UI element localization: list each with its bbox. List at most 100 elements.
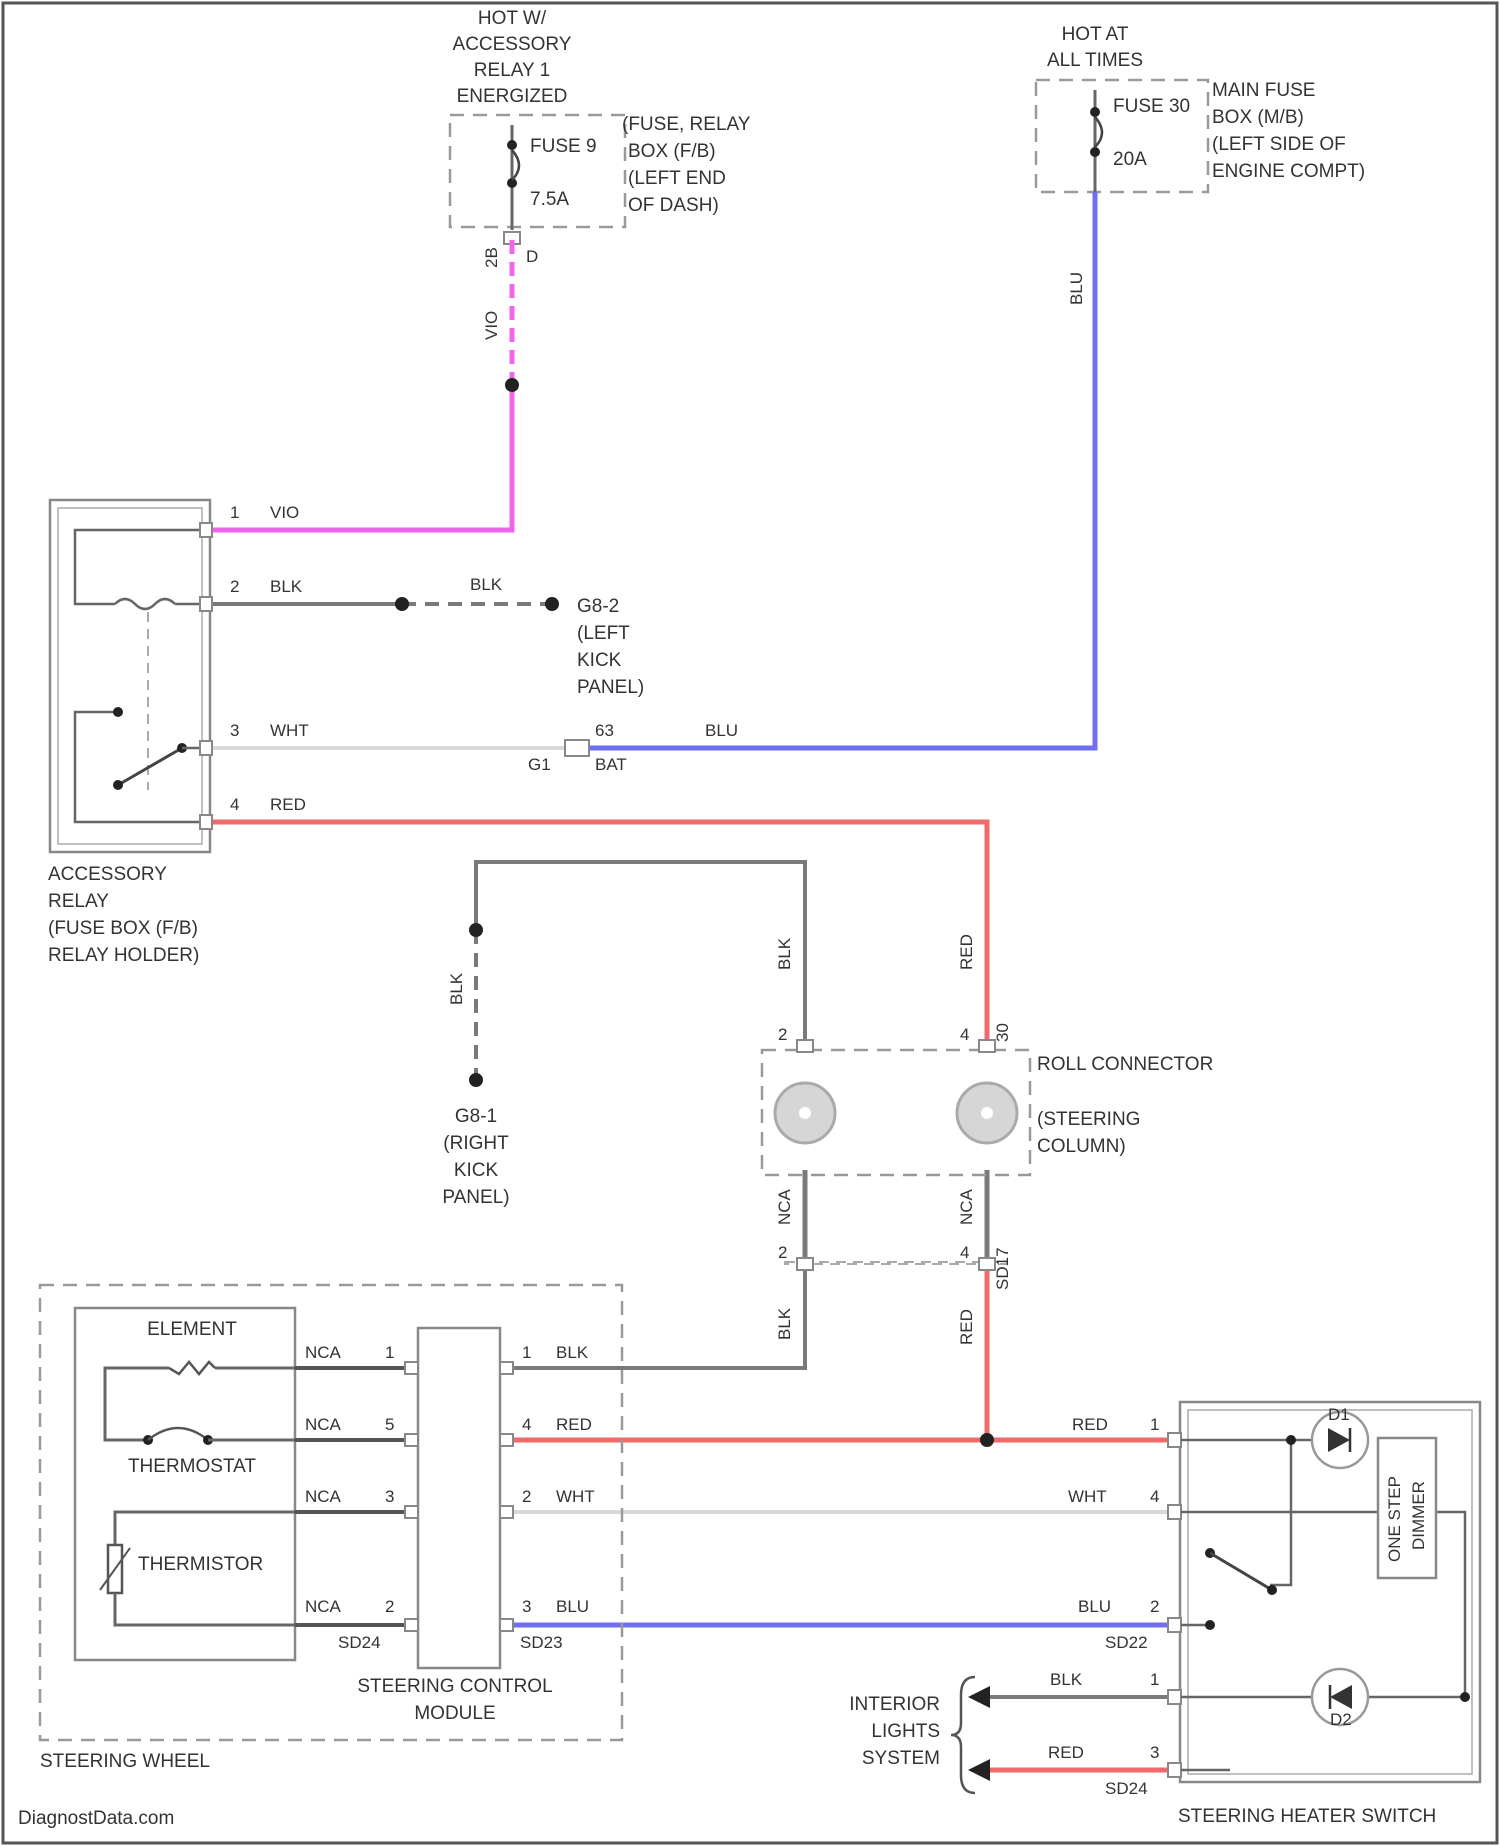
fuse30-wire-label: BLU: [1067, 272, 1086, 305]
connector-g1-wire: BLU: [705, 721, 738, 740]
relay-inner-outline: [58, 508, 202, 844]
fuse9-hot-line-2: ACCESSORY: [453, 34, 572, 55]
element-resistor: [169, 1362, 215, 1374]
wire-red-relay-pin4: [210, 822, 987, 1040]
sw-left-wire-3-color: NCA: [305, 1487, 342, 1506]
module-name-1: STEERING CONTROL: [357, 1676, 552, 1697]
fuse30-name: FUSE 30: [1113, 96, 1190, 117]
roll-connector-loc-1: (STEERING: [1037, 1109, 1140, 1130]
relay-coil-lead: [75, 530, 200, 604]
relay-pin-3-wire: WHT: [270, 721, 309, 740]
ground-g8-1-point: [469, 1073, 483, 1087]
steering-wheel: ELEMENT THERMOSTAT THERMISTOR NCA 1 NCA …: [40, 1285, 622, 1772]
blk-splice-g82: [395, 597, 409, 611]
ground-g8-2-point: [545, 597, 559, 611]
fuse30-loc-1: MAIN FUSE: [1212, 80, 1315, 101]
wire-blu-fuse30: [590, 192, 1095, 748]
connector-g1-name: G1: [528, 755, 551, 774]
relay-pin-1-wire: VIO: [270, 503, 299, 522]
roll-connector-loc-2: COLUMN): [1037, 1136, 1126, 1157]
fuse30-hot-line-2: ALL TIMES: [1047, 50, 1143, 71]
interior-line-3: SYSTEM: [862, 1748, 940, 1769]
fuse30-rating: 20A: [1113, 149, 1147, 170]
sw-right-wire-2-color: RED: [556, 1415, 592, 1434]
thermistor-lead-bottom: [115, 1593, 295, 1625]
relay-name-1: ACCESSORY: [48, 864, 167, 885]
vio-splice: [505, 378, 519, 392]
roll-pin-bottom-left: [797, 1258, 813, 1270]
interior-arrow-red: [968, 1759, 990, 1781]
g81-line-2: (RIGHT: [443, 1133, 509, 1154]
fuse-box-fb-outline: [450, 115, 625, 227]
fuse9-hot-line-1: HOT W/: [478, 8, 547, 29]
wire-blk-g8-1: [476, 862, 805, 1040]
fuse30-terminal-bottom: [1090, 147, 1100, 157]
switch-pin-4: [1168, 1505, 1181, 1519]
interior-brace: [951, 1677, 975, 1793]
fuse9-loc-3: (LEFT END: [628, 168, 726, 189]
thermostat-label: THERMOSTAT: [128, 1456, 256, 1477]
switch-pin-1: [1168, 1433, 1181, 1447]
relay-pin-4-wire: RED: [270, 795, 306, 814]
switch-name: STEERING HEATER SWITCH: [1178, 1806, 1436, 1827]
switch-wire-5-pin: 3: [1150, 1743, 1159, 1762]
switch-wire-1-pin: 1: [1150, 1415, 1159, 1434]
relay-switch-pivot: [113, 780, 123, 790]
switch-arm-pivot: [1267, 1585, 1277, 1595]
module-pin-r3: [500, 1619, 513, 1631]
thermostat-arc: [148, 1428, 208, 1440]
switch-node-1: [1286, 1435, 1296, 1445]
g82-line-3: KICK: [577, 650, 622, 671]
sw-right-wire-1-pin: 1: [522, 1343, 531, 1362]
switch-pin-1b: [1168, 1690, 1181, 1704]
relay-pin-2-num: 2: [230, 577, 239, 596]
sw-left-wire-2-pin: 5: [385, 1415, 394, 1434]
switch-wire-2-pin: 4: [1150, 1487, 1159, 1506]
fuse30-hot-line-1: HOT AT: [1062, 24, 1129, 45]
sw-right-wire-3-color: WHT: [556, 1487, 595, 1506]
fuse9-loc-1: (FUSE, RELAY: [622, 114, 751, 135]
fuse30-terminal-top: [1090, 107, 1100, 117]
sw-right-wire-2-pin: 4: [522, 1415, 531, 1434]
relay-switch-lead: [75, 712, 200, 822]
sw-left-conn: SD24: [338, 1633, 381, 1652]
one-step-line-2: DIMMER: [1409, 1481, 1428, 1550]
steering-heater-switch: D1 D2 ONE STEP DIMMER RED 1 WHT 4 BLU 2 …: [1048, 1402, 1480, 1827]
sw-left-wire-1-color: NCA: [305, 1343, 342, 1362]
roll-wire-mid-right: NCA: [957, 1188, 976, 1225]
relay-name-4: RELAY HOLDER): [48, 945, 199, 966]
thermistor-label: THERMISTOR: [138, 1554, 263, 1575]
g81-wire-label: BLK: [447, 972, 466, 1005]
switch-wire-4-color: BLK: [1050, 1670, 1083, 1689]
relay-switch-arm: [118, 748, 182, 785]
interior-arrow-blk: [968, 1686, 990, 1708]
switch-node-blk: [1460, 1692, 1470, 1702]
g82-line-2: (LEFT: [577, 623, 630, 644]
roll-connector-name: ROLL CONNECTOR: [1037, 1054, 1213, 1075]
module-name-2: MODULE: [414, 1703, 495, 1724]
switch-led-1-label: D1: [1328, 1405, 1350, 1424]
module-pin-r1: [500, 1362, 513, 1374]
module-pin-l2: [405, 1619, 418, 1631]
g81-line-4: PANEL): [442, 1187, 509, 1208]
sw-right-wire-1-color: BLK: [556, 1343, 589, 1362]
fuse-30-block: HOT AT ALL TIMES FUSE 30 20A MAIN FUSE B…: [1036, 24, 1365, 305]
thermistor-lead-top: [115, 1512, 295, 1545]
fuse9-conn-a: 2B: [482, 247, 501, 268]
relay-pin-3-num: 3: [230, 721, 239, 740]
roll-connector-bottom-line: [785, 1262, 1007, 1264]
switch-arm: [1210, 1553, 1272, 1590]
fuse9-conn-b: D: [526, 247, 538, 266]
element-label: ELEMENT: [147, 1319, 237, 1340]
switch-wire-4-pin: 1: [1150, 1670, 1159, 1689]
fuse9-terminal-top: [507, 140, 517, 150]
roll-wire-bottom-right: RED: [957, 1309, 976, 1345]
fuse9-wire-label: VIO: [482, 311, 501, 340]
sw-right-wire-4-pin: 3: [522, 1597, 531, 1616]
g81-line-1: G8-1: [455, 1106, 497, 1127]
relay-pin-3-marker: [200, 741, 212, 755]
roll-conn-top: 30: [993, 1023, 1012, 1042]
sw-right-conn: SD23: [520, 1633, 563, 1652]
connector-g1-bat: BAT: [595, 755, 627, 774]
